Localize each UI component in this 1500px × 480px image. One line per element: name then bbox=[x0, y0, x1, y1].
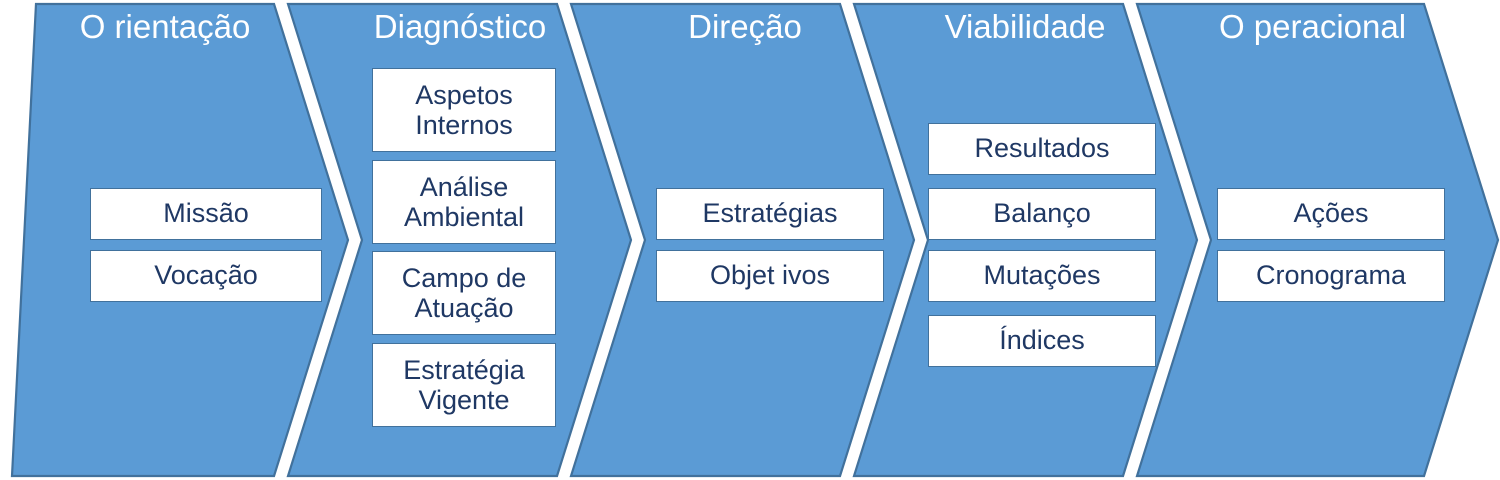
node-diagnostico-campo-de-atuacao[interactable]: Campo de Atuação bbox=[372, 251, 556, 335]
node-orientacao-missao[interactable]: Missão bbox=[90, 188, 322, 240]
node-viabilidade-mutacoes[interactable]: Mutações bbox=[928, 250, 1156, 302]
node-direcao-objetivos[interactable]: Objet ivos bbox=[656, 250, 884, 302]
node-diagnostico-estrategia-vigente[interactable]: Estratégia Vigente bbox=[372, 343, 556, 427]
chevron-shape-orientacao[interactable] bbox=[10, 2, 350, 478]
node-viabilidade-balanco[interactable]: Balanço bbox=[928, 188, 1156, 240]
node-direcao-estrategias[interactable]: Estratégias bbox=[656, 188, 884, 240]
node-viabilidade-indices[interactable]: Índices bbox=[928, 315, 1156, 367]
node-diagnostico-analise-ambiental[interactable]: Análise Ambiental bbox=[372, 160, 556, 244]
chevron-shape-direcao[interactable] bbox=[569, 2, 916, 478]
chevron-shape-operacional[interactable] bbox=[1135, 2, 1500, 478]
node-operacional-cronograma[interactable]: Cronograma bbox=[1217, 250, 1445, 302]
node-viabilidade-resultados[interactable]: Resultados bbox=[928, 123, 1156, 175]
node-diagnostico-aspetos-internos[interactable]: Aspetos Internos bbox=[372, 68, 556, 152]
node-operacional-acoes[interactable]: Ações bbox=[1217, 188, 1445, 240]
node-orientacao-vocacao[interactable]: Vocação bbox=[90, 250, 322, 302]
